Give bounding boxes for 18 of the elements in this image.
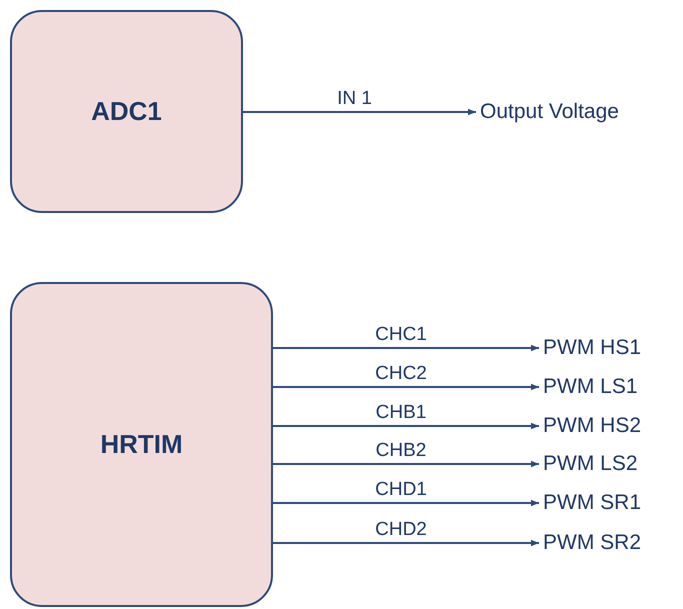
- arrow: [273, 500, 539, 506]
- signal-label: PWM SR1: [543, 491, 642, 515]
- block-label: ADC1: [91, 96, 162, 127]
- arrow: [273, 384, 539, 390]
- signal-label: PWM LS2: [543, 452, 638, 476]
- arrow: [273, 540, 539, 546]
- signal-label: PWM SR2: [543, 531, 642, 555]
- arrow: [273, 344, 539, 352]
- block-box: [10, 282, 273, 607]
- arrow: [273, 460, 539, 468]
- arrow: [273, 422, 539, 430]
- block-box: [10, 10, 243, 213]
- arrow: [243, 108, 476, 116]
- signal-label: PWM HS2: [543, 414, 642, 438]
- signal-label: PWM LS1: [543, 375, 638, 399]
- signal-label: Output Voltage: [480, 100, 619, 124]
- block-label: HRTIM: [100, 429, 183, 460]
- signal-label: PWM HS1: [543, 336, 642, 360]
